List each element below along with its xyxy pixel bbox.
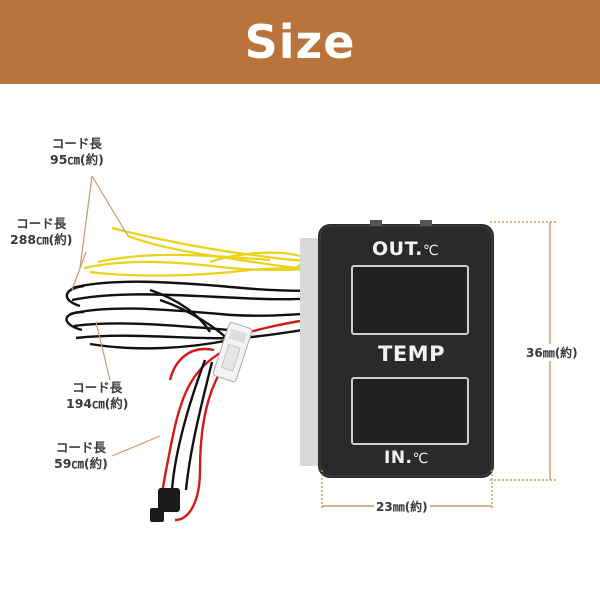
temp-label: TEMP [378, 342, 445, 366]
width-dimension-label: 23㎜(約) [374, 498, 430, 515]
in-display [351, 377, 469, 445]
cord-label-title: コード長 [51, 136, 102, 151]
cord-label-value: 288㎝(約) [10, 232, 73, 247]
celsius-unit: ℃ [412, 451, 429, 467]
in-label: IN.℃ [384, 448, 429, 468]
cord-length-label-yellow: コード長 95㎝(約) [50, 136, 104, 168]
product-illustration [65, 175, 556, 522]
cord-label-title: コード長 [16, 216, 67, 231]
cord-label-title: コード長 [72, 380, 123, 395]
out-display [351, 265, 469, 335]
cord-length-label-red: コード長 194㎝(約) [66, 380, 129, 412]
fuse-holder [158, 488, 180, 512]
product-scene: コード長 95㎝(約) コード長 288㎝(約) コード長 194㎝(約) コー… [0, 84, 600, 600]
page-title: Size [244, 15, 356, 69]
black-wire-bundle [65, 280, 331, 350]
label-leader-lines [71, 175, 161, 457]
cord-label-value: 59㎝(約) [54, 456, 108, 471]
cord-length-label-fuse: コード長 59㎝(約) [54, 440, 108, 472]
lower-black-wires [170, 359, 214, 491]
cord-length-label-black: コード長 288㎝(約) [10, 216, 73, 248]
height-dimension-label: 36㎜(約) [524, 344, 580, 361]
cord-label-value: 95㎝(約) [50, 152, 104, 167]
white-connector [212, 322, 253, 383]
out-label: OUT.℃ [372, 238, 440, 260]
cord-label-value: 194㎝(約) [66, 396, 129, 411]
cord-label-title: コード長 [55, 440, 106, 455]
celsius-unit: ℃ [422, 243, 440, 259]
header-banner: Size [0, 0, 600, 84]
